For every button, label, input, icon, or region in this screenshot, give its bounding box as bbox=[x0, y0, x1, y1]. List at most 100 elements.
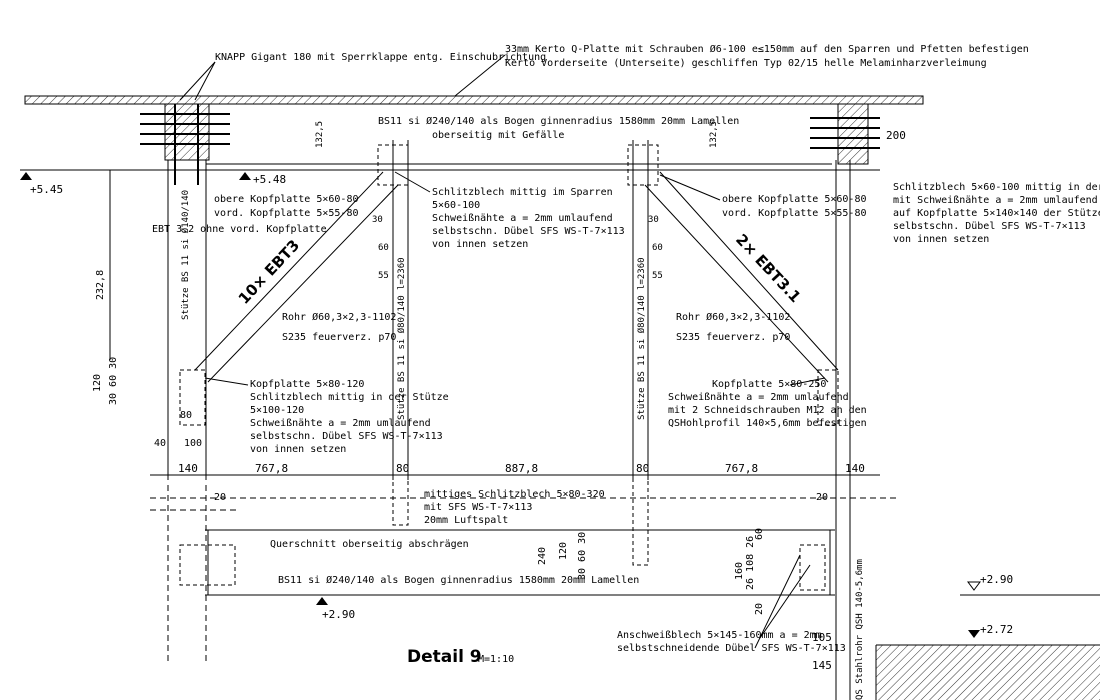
svg-text:140: 140 bbox=[845, 462, 865, 475]
svg-text:20mm Luftspalt: 20mm Luftspalt bbox=[424, 515, 508, 526]
svg-text:auf Kopfplatte 5×140×140 der S: auf Kopfplatte 5×140×140 der Stütze aufs… bbox=[893, 208, 1100, 219]
svg-text:+5.45: +5.45 bbox=[30, 183, 63, 196]
svg-text:160: 160 bbox=[734, 562, 745, 580]
svg-text:Rohr Ø60,3×2,3-1102: Rohr Ø60,3×2,3-1102 bbox=[676, 311, 790, 323]
ground-hatch bbox=[875, 594, 1100, 700]
beam-label: BS11 si Ø240/140 als Bogen ginnenradius … bbox=[278, 574, 639, 586]
svg-text:mit SFS WS-T-7×113: mit SFS WS-T-7×113 bbox=[424, 502, 532, 513]
svg-text:767,8: 767,8 bbox=[725, 462, 758, 475]
svg-text:+5.48: +5.48 bbox=[253, 173, 286, 186]
svg-text:KNAPP Gigant 180 mit Sperrklap: KNAPP Gigant 180 mit Sperrklappe entg. E… bbox=[215, 52, 546, 63]
svg-text:145: 145 bbox=[812, 659, 832, 672]
svg-text:+2.72: +2.72 bbox=[980, 623, 1013, 636]
detail-scale: M=1:10 bbox=[478, 654, 514, 665]
beam-lower: BS11 si Ø240/140 als Bogen ginnenradius … bbox=[150, 497, 900, 596]
svg-text:40: 40 bbox=[154, 438, 166, 449]
svg-text:232,8: 232,8 bbox=[95, 270, 106, 300]
svg-text:EBT 3.2 ohne vord. Kopfplatte: EBT 3.2 ohne vord. Kopfplatte bbox=[152, 224, 327, 235]
svg-text:887,8: 887,8 bbox=[505, 462, 538, 475]
annotations: KNAPP Gigant 180 mit Sperrklappe entg. E… bbox=[92, 43, 1100, 672]
roof-slab bbox=[24, 95, 924, 105]
tag-ebt3: 10× EBT3 bbox=[235, 236, 303, 308]
svg-text:60: 60 bbox=[652, 243, 663, 253]
level-markers: +5.45 +5.48 +2.90 +2.90 +2.72 bbox=[20, 172, 1013, 638]
svg-text:140: 140 bbox=[178, 462, 198, 475]
detail-title: Detail 9 M=1:10 bbox=[407, 647, 514, 667]
pfette-connector-right bbox=[810, 103, 880, 165]
svg-text:QSHohlprofil 140×5,6mm befesti: QSHohlprofil 140×5,6mm befestigen bbox=[668, 418, 867, 429]
svg-text:55: 55 bbox=[652, 271, 663, 281]
svg-text:5×100-120: 5×100-120 bbox=[250, 405, 304, 416]
svg-text:obere Kopfplatte 5×60-80: obere Kopfplatte 5×60-80 bbox=[722, 194, 867, 205]
knapp-connector-left bbox=[140, 103, 230, 185]
svg-text:Kopfplatte 5×80-250: Kopfplatte 5×80-250 bbox=[712, 379, 826, 390]
col-left-label: Stütze BS 11 si Ø140/140 bbox=[180, 190, 191, 320]
svg-text:60: 60 bbox=[754, 528, 765, 540]
svg-text:mit Schweißnähte a = 2mm umlau: mit Schweißnähte a = 2mm umlaufend bbox=[893, 195, 1098, 206]
svg-text:oberseitig mit Gefälle: oberseitig mit Gefälle bbox=[432, 130, 564, 141]
svg-text:von innen setzen: von innen setzen bbox=[250, 444, 346, 455]
svg-text:selbstschn. Dübel SFS WS-T-7×1: selbstschn. Dübel SFS WS-T-7×113 bbox=[250, 431, 443, 442]
svg-text:132,5: 132,5 bbox=[315, 121, 325, 148]
svg-text:Schlitzblech mittig in der Stü: Schlitzblech mittig in der Stütze bbox=[250, 392, 449, 403]
svg-text:selbstschn. Dübel SFS WS-T-7×1: selbstschn. Dübel SFS WS-T-7×113 bbox=[893, 221, 1086, 232]
svg-text:von innen setzen: von innen setzen bbox=[893, 234, 989, 245]
svg-text:+2.90: +2.90 bbox=[980, 573, 1013, 586]
svg-text:Schweißnähte a = 2mm umlaufend: Schweißnähte a = 2mm umlaufend bbox=[250, 418, 431, 429]
svg-text:Kerto Vorderseite (Unterseite): Kerto Vorderseite (Unterseite) geschliff… bbox=[505, 58, 987, 69]
svg-text:+2.90: +2.90 bbox=[322, 608, 355, 621]
svg-text:Schlitzblech mittig im Sparren: Schlitzblech mittig im Sparren bbox=[432, 187, 613, 198]
svg-text:30: 30 bbox=[372, 215, 383, 225]
svg-text:132,5: 132,5 bbox=[709, 121, 719, 148]
svg-text:30: 30 bbox=[648, 215, 659, 225]
svg-text:S235 feuerverz. p70: S235 feuerverz. p70 bbox=[282, 332, 396, 343]
tag-ebt3-1: 2× EBT3.1 bbox=[732, 230, 804, 306]
svg-text:Schlitzblech 5×60-100 mittig i: Schlitzblech 5×60-100 mittig in der Pfet… bbox=[893, 182, 1100, 193]
detail-title-text: Detail 9 bbox=[407, 647, 482, 667]
column-mid-left: Stütze BS 11 si Ø80/140 l=2360 bbox=[392, 140, 409, 526]
svg-text:767,8: 767,8 bbox=[255, 462, 288, 475]
svg-text:selbstschneidende Dübel SFS WS: selbstschneidende Dübel SFS WS-T-7×113 bbox=[617, 643, 846, 654]
svg-text:80: 80 bbox=[396, 462, 409, 475]
svg-text:200: 200 bbox=[886, 129, 906, 142]
svg-text:55: 55 bbox=[378, 271, 389, 281]
svg-text:Anschweißblech 5×145-160mm a =: Anschweißblech 5×145-160mm a = 2mm bbox=[617, 630, 822, 641]
svg-text:Rohr Ø60,3×2,3-1102: Rohr Ø60,3×2,3-1102 bbox=[282, 311, 396, 323]
svg-text:26 108 26: 26 108 26 bbox=[745, 536, 756, 590]
svg-text:vord. Kopfplatte 5×55-80: vord. Kopfplatte 5×55-80 bbox=[722, 208, 867, 219]
svg-text:vord. Kopfplatte 5×55-80: vord. Kopfplatte 5×55-80 bbox=[214, 208, 359, 219]
svg-text:selbstschn. Dübel SFS WS-T-7×1: selbstschn. Dübel SFS WS-T-7×113 bbox=[432, 226, 625, 237]
svg-text:BS11 si Ø240/140 als Bogen gin: BS11 si Ø240/140 als Bogen ginnenradius … bbox=[378, 115, 739, 127]
svg-text:240: 240 bbox=[537, 547, 548, 565]
svg-text:obere Kopfplatte 5×60-80: obere Kopfplatte 5×60-80 bbox=[214, 194, 359, 205]
dimension-chain-bottom: 140 767,8 80 887,8 80 767,8 140 bbox=[150, 462, 880, 480]
svg-text:120: 120 bbox=[558, 542, 569, 560]
svg-text:S235 feuerverz. p70: S235 feuerverz. p70 bbox=[676, 332, 790, 343]
svg-text:33mm Kerto Q-Platte mit Schrau: 33mm Kerto Q-Platte mit Schrauben Ø6-100… bbox=[505, 43, 1029, 55]
svg-text:Schweißnähte a = 2mm umlaufend: Schweißnähte a = 2mm umlaufend bbox=[668, 392, 849, 403]
svg-text:20: 20 bbox=[214, 492, 226, 503]
svg-text:von innen setzen: von innen setzen bbox=[432, 239, 528, 250]
quer-label: Querschnitt oberseitig abschrägen bbox=[270, 539, 469, 550]
svg-text:105: 105 bbox=[812, 631, 832, 644]
svg-text:120: 120 bbox=[92, 374, 103, 392]
col-right-label: QS Stahlrohr QSH 140-5,6mm bbox=[855, 559, 865, 700]
column-mid-right: Stütze BS 11 si Ø80/140 l=2360 bbox=[632, 140, 649, 566]
svg-text:Kopfplatte 5×80-120: Kopfplatte 5×80-120 bbox=[250, 379, 364, 390]
svg-text:80: 80 bbox=[180, 410, 192, 421]
column-left: Stütze BS 11 si Ø140/140 bbox=[167, 160, 207, 665]
svg-text:mittiges Schlitzblech 5×80-320: mittiges Schlitzblech 5×80-320 bbox=[424, 489, 605, 500]
svg-text:5×60-100: 5×60-100 bbox=[432, 200, 480, 211]
svg-text:60: 60 bbox=[378, 243, 389, 253]
svg-text:20: 20 bbox=[816, 492, 828, 503]
svg-text:20: 20 bbox=[754, 603, 765, 615]
svg-text:30 60 30: 30 60 30 bbox=[108, 357, 119, 405]
svg-text:80: 80 bbox=[636, 462, 649, 475]
col-mid-right-label: Stütze BS 11 si Ø80/140 l=2360 bbox=[636, 257, 647, 420]
svg-text:Schweißnähte a = 2mm umlaufend: Schweißnähte a = 2mm umlaufend bbox=[432, 213, 613, 224]
svg-text:30 60 30: 30 60 30 bbox=[577, 532, 588, 580]
column-right: QS Stahlrohr QSH 140-5,6mm bbox=[835, 160, 865, 700]
svg-text:mit 2 Schneidschrauben M12 an: mit 2 Schneidschrauben M12 an den bbox=[668, 405, 867, 416]
col-mid-left-label: Stütze BS 11 si Ø80/140 l=2360 bbox=[396, 257, 407, 420]
